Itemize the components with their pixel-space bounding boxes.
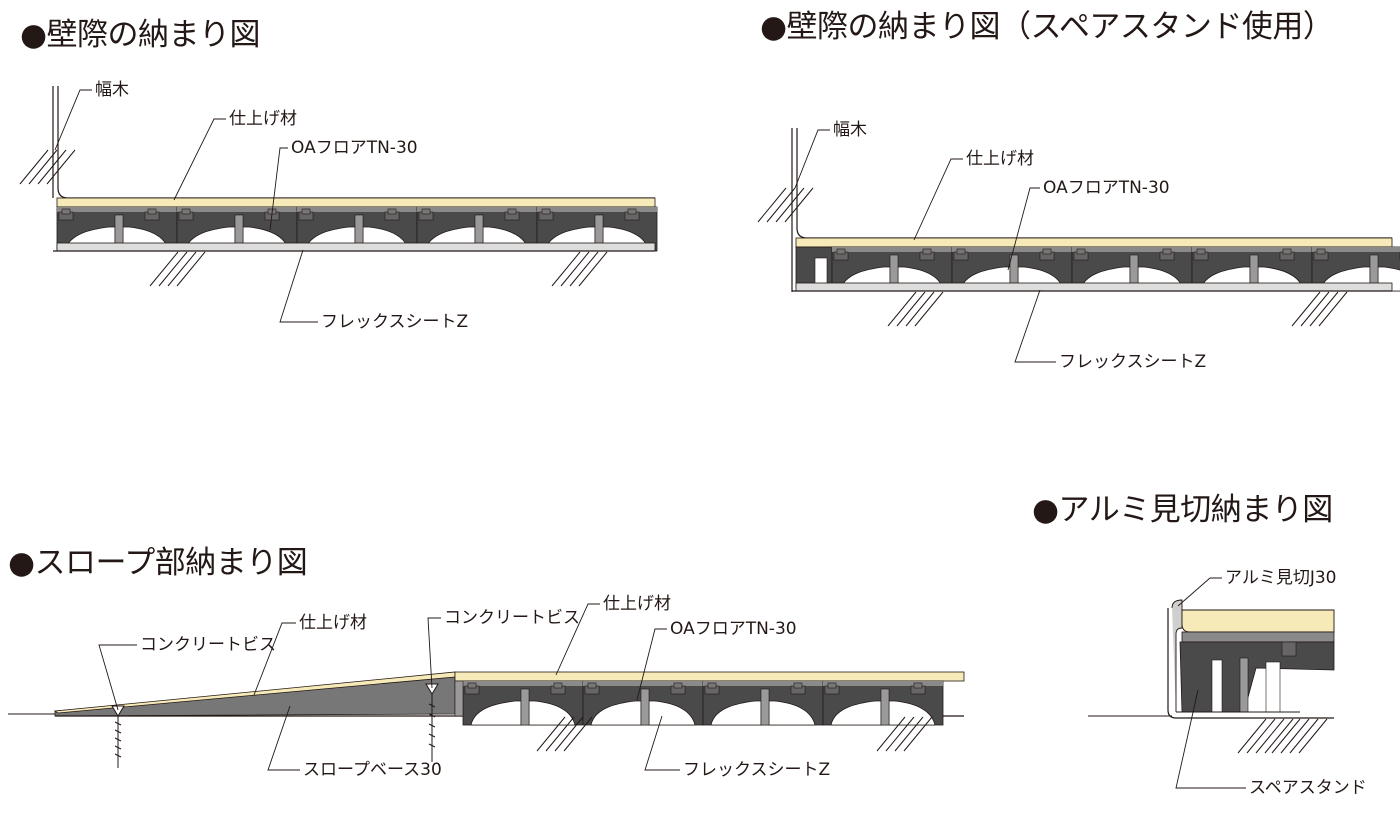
drawing-wall-edge — [19, 86, 658, 323]
label-finish: 仕上げ材 — [299, 613, 367, 633]
label-flex-sheet: フレックスシートZ — [321, 312, 469, 332]
drawing-aluminium-edge — [1088, 577, 1335, 789]
drawing-slope — [8, 603, 965, 771]
label-spare-stand: スペアスタンド — [1249, 778, 1367, 798]
label-oa-floor: OAフロアTN-30 — [670, 619, 797, 639]
label-finish: 仕上げ材 — [229, 109, 297, 129]
label-baseboard: 幅木 — [833, 120, 867, 140]
label-oa-floor: OAフロアTN-30 — [291, 138, 418, 158]
label-concrete-screw: コンクリートビス — [444, 608, 580, 628]
title-wall-edge-spare: ●壁際の納まり図（スペアスタンド使用） — [760, 9, 1334, 45]
label-flex-sheet: フレックスシートZ — [683, 760, 831, 780]
label-aluminium-trim: アルミ見切J30 — [1225, 568, 1337, 588]
label-finish: 仕上げ材 — [603, 594, 671, 614]
title-wall-edge: ●壁際の納まり図 — [20, 17, 261, 53]
title-aluminium-edge: ●アルミ見切納まり図 — [1032, 492, 1333, 528]
label-finish: 仕上げ材 — [966, 149, 1034, 169]
label-slope-base: スロープベース30 — [303, 760, 442, 780]
label-baseboard: 幅木 — [95, 80, 129, 100]
label-flex-sheet: フレックスシートZ — [1059, 352, 1207, 372]
drawing-wall-edge-spare — [757, 128, 1400, 363]
label-concrete-screw: コンクリートビス — [140, 635, 276, 655]
title-slope: ●スロープ部納まり図 — [8, 545, 308, 581]
label-oa-floor: OAフロアTN-30 — [1043, 178, 1170, 198]
